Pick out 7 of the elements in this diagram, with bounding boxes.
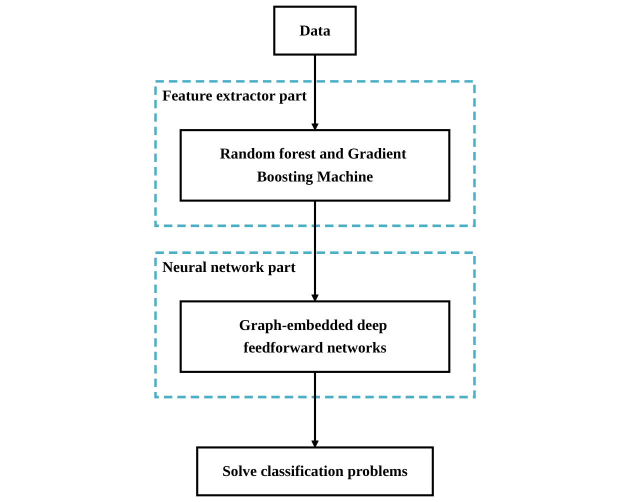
node-box: Graph-embedded deep feedforward networks [179, 300, 450, 373]
arrow [310, 200, 318, 302]
arrow [310, 54, 318, 130]
node-box: Solve classification problems [196, 446, 434, 496]
arrow [310, 372, 318, 448]
node-box: Data [272, 6, 356, 56]
node-box: Random forest and Gradient Boosting Machine [179, 129, 450, 202]
